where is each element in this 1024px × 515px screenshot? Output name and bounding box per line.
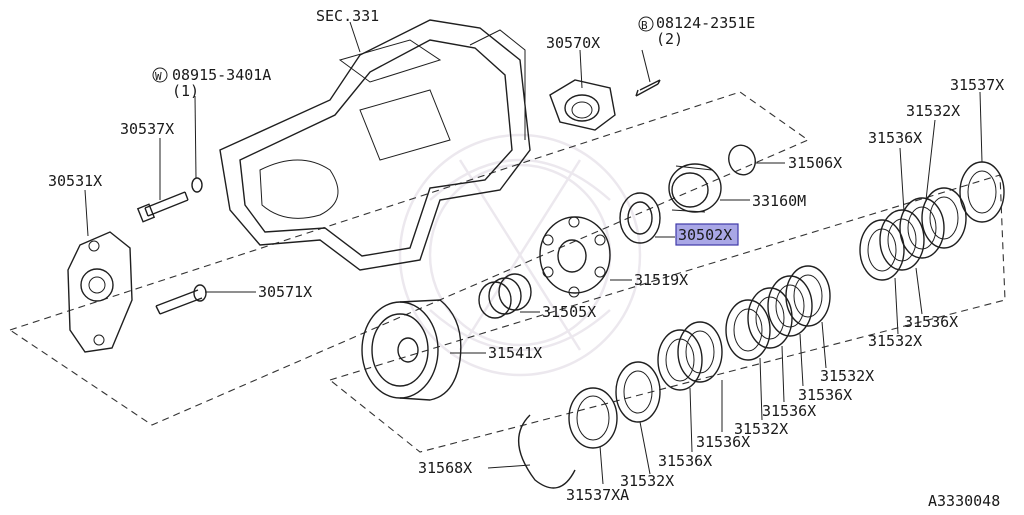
label-31536x-b: 31536X — [696, 433, 750, 451]
label-30502x: 30502X — [678, 226, 732, 244]
label-31537x: 31537X — [950, 76, 1004, 94]
drawing-code: A3330048 — [928, 492, 1000, 510]
part-31541x-drum — [361, 299, 462, 401]
label-31532x-a: 31532X — [620, 472, 674, 490]
clutch-pack-lower — [615, 265, 831, 423]
label-30537x: 30537X — [120, 120, 174, 138]
leader-lines — [84, 21, 983, 485]
label-30571x: 30571X — [258, 283, 312, 301]
part-31505x-spring — [478, 273, 532, 319]
label-washer-w-qty: (1) — [172, 82, 199, 100]
bolt-b-mark-circle — [638, 16, 654, 32]
part-30531x-cover — [67, 231, 133, 353]
part-30537x-bolt — [136, 177, 203, 223]
label-31541x: 31541X — [488, 344, 542, 362]
label-bolt-b-qty: (2) — [656, 30, 683, 48]
transmission-housing — [219, 19, 531, 271]
label-washer-w-mark: W — [155, 70, 162, 83]
part-31537xa-plate — [568, 387, 618, 449]
part-33160m-bearing — [668, 163, 722, 213]
label-sec331: SEC.331 — [316, 7, 379, 25]
part-30502x-bearing — [619, 192, 661, 244]
label-31536x-e: 31536X — [904, 313, 958, 331]
part-30571x-pin — [155, 284, 207, 315]
label-31532x-c: 31532X — [820, 367, 874, 385]
part-31519x-carrier — [539, 216, 611, 298]
label-bolt-b-mark: B — [641, 19, 648, 32]
washer-w-mark-circle — [152, 67, 168, 83]
part-highlight — [675, 223, 739, 246]
label-31568x: 31568X — [418, 459, 472, 477]
label-30531x: 30531X — [48, 172, 102, 190]
label-31505x: 31505X — [542, 303, 596, 321]
label-31532x-b: 31532X — [734, 420, 788, 438]
label-31532x-d: 31532X — [868, 332, 922, 350]
label-31536x-a: 31536X — [658, 452, 712, 470]
label-washer-w: 08915-3401A — [172, 66, 271, 84]
label-31537xa: 31537XA — [566, 486, 629, 504]
part-30570x-flange — [549, 79, 616, 131]
clutch-pack-upper — [859, 161, 1005, 281]
label-31506x: 31506X — [788, 154, 842, 172]
watermark-emblem — [398, 133, 642, 377]
label-31532x-e: 31532X — [906, 102, 960, 120]
part-bolt-b — [635, 49, 661, 97]
label-30570x: 30570X — [546, 34, 600, 52]
label-bolt-b: 08124-2351E — [656, 14, 755, 32]
assembly-plane-upper — [8, 91, 810, 426]
assembly-plane-lower — [328, 174, 1006, 453]
part-31506x-ring — [728, 144, 756, 176]
part-31568x-snap-ring — [517, 414, 576, 489]
label-31536x-c: 31536X — [762, 402, 816, 420]
label-31536x-d: 31536X — [798, 386, 852, 404]
label-31536x-f: 31536X — [868, 129, 922, 147]
label-31519x: 31519X — [634, 271, 688, 289]
label-33160m: 33160M — [752, 192, 806, 210]
